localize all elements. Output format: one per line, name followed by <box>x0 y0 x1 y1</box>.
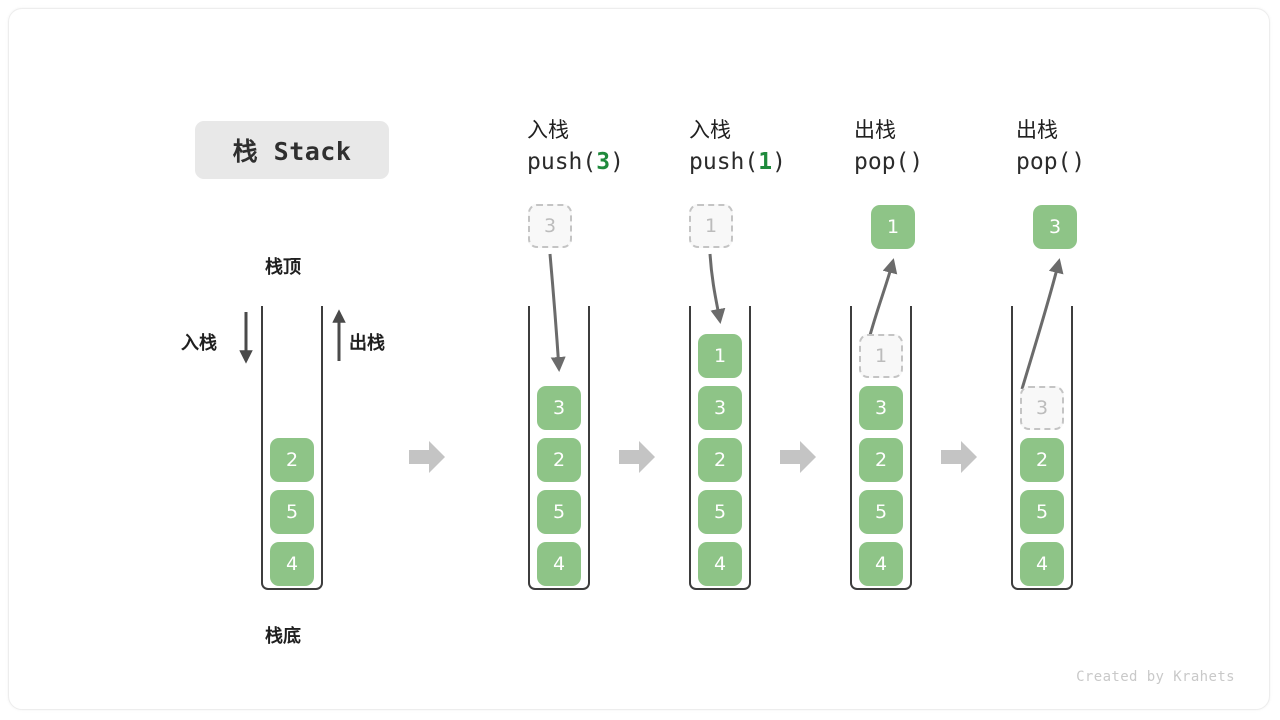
column-header-line1: 入栈 <box>527 118 569 142</box>
column-header-line2: pop() <box>1016 149 1086 175</box>
stack-cell: 1 <box>698 334 742 378</box>
label-pop-side: 出栈 <box>349 333 385 354</box>
stack-cell: 1 <box>859 334 903 378</box>
label-push-side: 入栈 <box>181 333 217 354</box>
step-arrow-4 <box>941 441 977 473</box>
stack-cell: 4 <box>859 542 903 586</box>
stack-cell: 4 <box>698 542 742 586</box>
stack-cell: 2 <box>859 438 903 482</box>
label-stack-bottom: 栈底 <box>265 626 301 647</box>
column-header-line1: 出栈 <box>1016 118 1058 142</box>
stack-cell: 4 <box>1020 542 1064 586</box>
stack-cell: 5 <box>270 490 314 534</box>
column-header-line1: 入栈 <box>689 118 731 142</box>
column-header-arg: 1 <box>758 149 773 175</box>
stack-cell: 5 <box>537 490 581 534</box>
stack-cell: 5 <box>698 490 742 534</box>
stack-cell: 2 <box>1020 438 1064 482</box>
stack-container <box>261 306 323 590</box>
stack-cell: 5 <box>1020 490 1064 534</box>
stack-cell: 3 <box>859 386 903 430</box>
label-stack-top: 栈顶 <box>265 257 301 278</box>
step-arrow-1 <box>409 441 445 473</box>
stack-cell: 2 <box>698 438 742 482</box>
stack-cell: 3 <box>1020 386 1064 430</box>
floating-cell-push-1: 1 <box>689 204 733 248</box>
column-header-pop-1: 出栈 pop() <box>854 115 1024 179</box>
stack-cell: 2 <box>537 438 581 482</box>
diagram-card: 栈 Stack 栈顶 栈底 入栈 出栈 <box>8 8 1270 710</box>
stack-container <box>528 306 590 590</box>
column-header-line2: push(1) <box>689 149 786 175</box>
stack-container <box>850 306 912 590</box>
stack-cell: 3 <box>698 386 742 430</box>
column-header-push-3: 入栈 push(3) <box>527 115 697 179</box>
stack-cell: 2 <box>270 438 314 482</box>
floating-cell-pop-2: 3 <box>1033 205 1077 249</box>
diagram-title-label: 栈 Stack <box>232 137 352 166</box>
column-header-line2: pop() <box>854 149 924 175</box>
column-header-pop-2: 出栈 pop() <box>1016 115 1186 179</box>
floating-cell-pop-1: 1 <box>871 205 915 249</box>
diagram-canvas: 栈 Stack 栈顶 栈底 入栈 出栈 <box>9 9 1269 709</box>
stack-cell: 4 <box>537 542 581 586</box>
column-header-line2: push(3) <box>527 149 624 175</box>
column-header-push-1: 入栈 push(1) <box>689 115 859 179</box>
step-arrow-3 <box>780 441 816 473</box>
stack-container <box>689 306 751 590</box>
column-header-arg: 3 <box>596 149 611 175</box>
diagram-title-pill: 栈 Stack <box>195 121 389 179</box>
stack-cell: 3 <box>537 386 581 430</box>
stack-cell: 4 <box>270 542 314 586</box>
stack-cell: 5 <box>859 490 903 534</box>
credit-text: Created by Krahets <box>1076 669 1235 685</box>
floating-cell-push-3: 3 <box>528 204 572 248</box>
stack-container <box>1011 306 1073 590</box>
column-header-line1: 出栈 <box>854 118 896 142</box>
step-arrow-2 <box>619 441 655 473</box>
